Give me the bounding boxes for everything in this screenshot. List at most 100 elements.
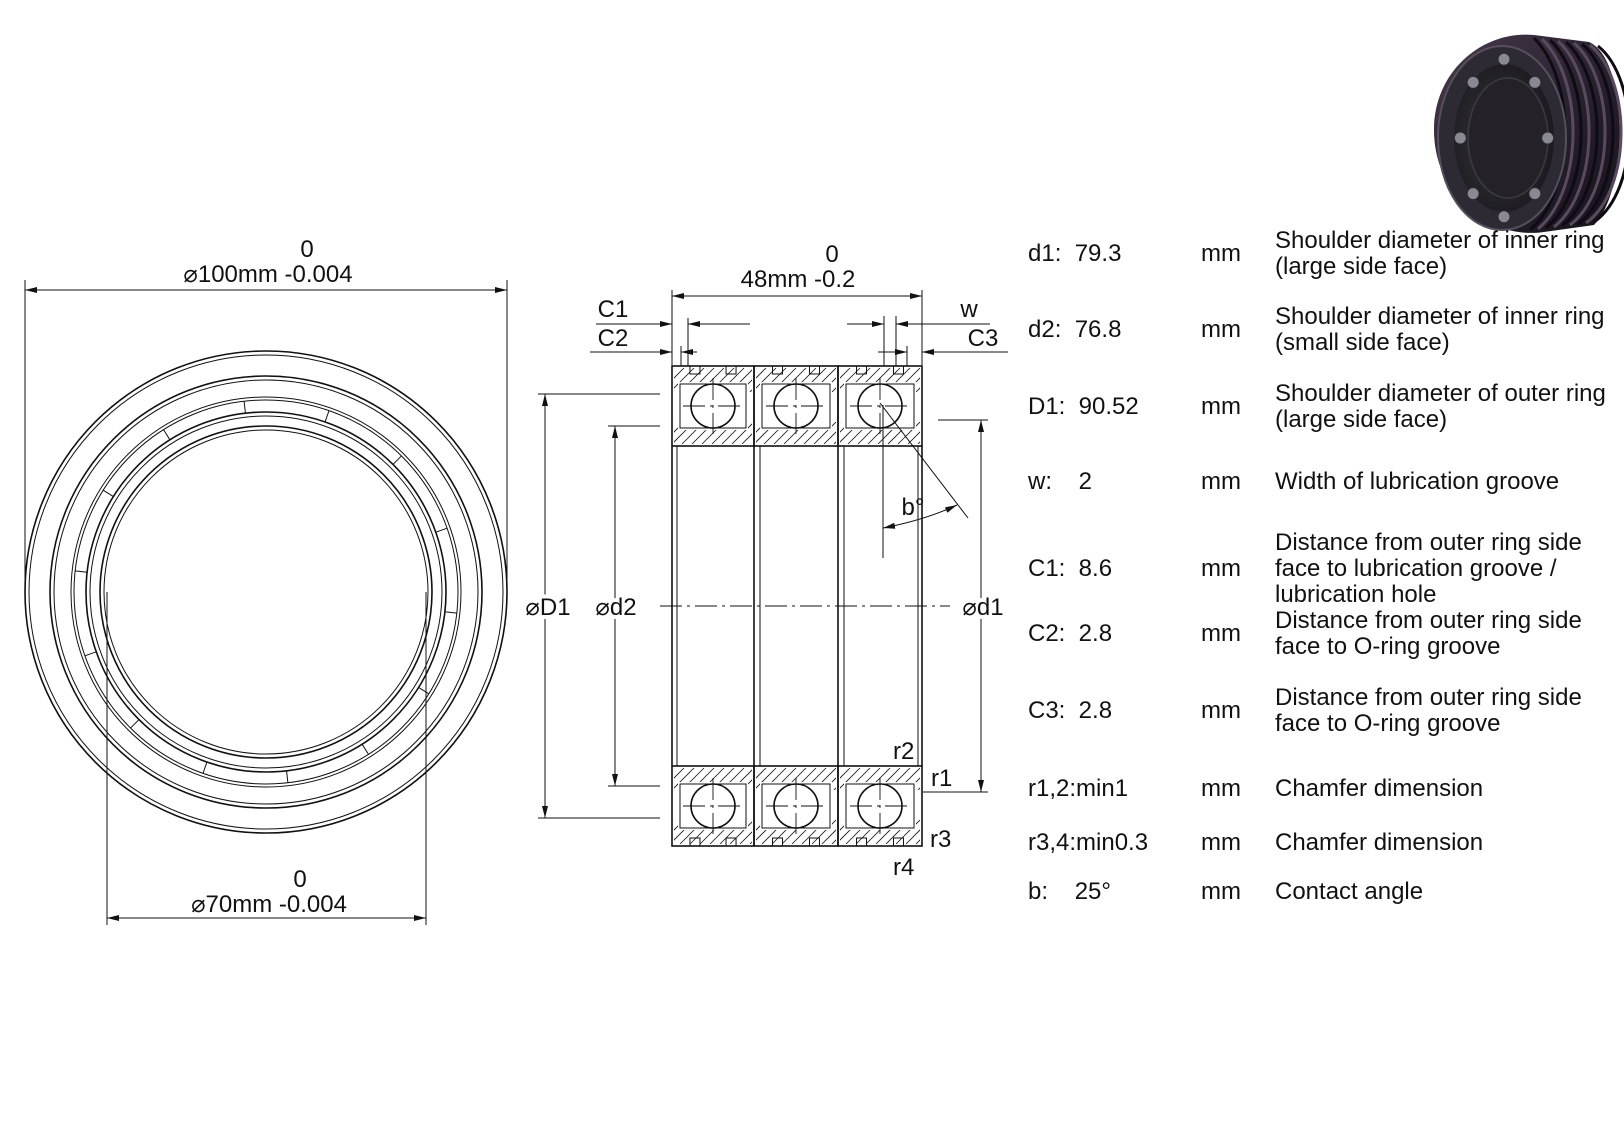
spec-description: Distance from outer ring side face to O-… bbox=[1275, 684, 1582, 737]
hatch-line bbox=[907, 431, 920, 444]
row-outline bbox=[837, 765, 923, 847]
bore-edge bbox=[99, 425, 433, 759]
hatch-line bbox=[756, 368, 767, 379]
hatch-line bbox=[674, 768, 685, 779]
outer-ring-groove bbox=[1561, 40, 1599, 228]
hatch-line bbox=[674, 768, 695, 789]
spec-row: d1: 79.3 mm Shoulder diameter of inner rin… bbox=[1028, 224, 1618, 284]
spec-key: C3: 2.8 bbox=[1028, 697, 1113, 724]
hatch-line bbox=[813, 422, 836, 444]
spec-unit: mm bbox=[1201, 240, 1241, 267]
o-ring-groove bbox=[892, 837, 904, 847]
spec-description: Chamfer dimension bbox=[1275, 775, 1484, 802]
hatch-line bbox=[731, 423, 752, 444]
spec-key: r1,2:min1 bbox=[1028, 775, 1129, 802]
cage-segment bbox=[84, 651, 97, 657]
o-ring-groove bbox=[772, 837, 784, 847]
hatch-line bbox=[756, 768, 767, 779]
bearing-rows-bottom bbox=[671, 765, 923, 847]
hatch-line bbox=[915, 387, 920, 392]
spec-unit: mm bbox=[1201, 468, 1241, 495]
outer-ring-groove bbox=[1553, 39, 1591, 229]
row-outline bbox=[837, 365, 923, 447]
hatch-line bbox=[821, 829, 836, 844]
spec-unit: mm bbox=[1201, 620, 1241, 647]
spec-key: D1: 90.52 bbox=[1028, 393, 1139, 420]
spec-unit: mm bbox=[1201, 393, 1241, 420]
o-ring-groove bbox=[772, 365, 784, 375]
section-view: 0 48mm -0.2 C1 C2 w C3 ⌀D1 ⌀ bbox=[521, 241, 1008, 881]
o-ring-groove bbox=[725, 837, 737, 847]
spec-key: w: 2 bbox=[1028, 468, 1093, 495]
bearing-product-image bbox=[1434, 34, 1624, 233]
r3-label: r3 bbox=[930, 826, 951, 853]
spec-row: D1: 90.52 mm Shoulder diameter of outer ri… bbox=[1028, 377, 1618, 437]
o-ring-groove bbox=[856, 837, 868, 847]
cage-segment bbox=[444, 611, 457, 614]
cage-segment bbox=[202, 761, 208, 774]
spec-description: Chamfer dimension bbox=[1275, 829, 1484, 856]
front-view: 0 ⌀100mm -0.004 0 ⌀70mm -0.004 bbox=[24, 236, 508, 925]
hatch-line bbox=[840, 768, 851, 779]
o-ring-groove bbox=[892, 365, 904, 375]
spec-description: Distance from outer ring side face to O-… bbox=[1275, 607, 1582, 660]
cage-segment bbox=[435, 527, 448, 533]
ball bbox=[1528, 75, 1542, 89]
hatch-line bbox=[840, 368, 851, 379]
hatch-line bbox=[897, 422, 920, 444]
outer-ring-groove bbox=[1577, 42, 1615, 226]
outer-ring-edge bbox=[24, 350, 508, 834]
spec-description: Shoulder diameter of inner ring (large s… bbox=[1275, 227, 1605, 280]
outer-ring-groove bbox=[1569, 41, 1607, 227]
hatch-line bbox=[905, 829, 920, 844]
spec-description: Shoulder diameter of outer ring (large s… bbox=[1275, 380, 1606, 433]
spec-row: C2: 2.8 mm Distance from outer ring side f… bbox=[1028, 604, 1618, 664]
ball bbox=[1497, 52, 1511, 66]
cage-segment bbox=[286, 770, 289, 783]
o-ring-groove bbox=[808, 837, 820, 847]
spec-unit: mm bbox=[1201, 878, 1241, 905]
c1-label: C1 bbox=[598, 296, 629, 323]
hatch-line bbox=[756, 768, 777, 789]
spec-unit: mm bbox=[1201, 555, 1241, 582]
spec-key: d1: 79.3 bbox=[1028, 240, 1122, 267]
cage-segment bbox=[163, 429, 171, 441]
spec-description: Shoulder diameter of inner ring (small s… bbox=[1275, 303, 1605, 356]
cage-segment bbox=[418, 687, 430, 695]
width-label: 48mm -0.2 bbox=[741, 266, 856, 293]
outer-ring-groove bbox=[1585, 43, 1623, 225]
D1-label: ⌀D1 bbox=[525, 594, 570, 621]
d1-label: ⌀d1 bbox=[962, 594, 1003, 621]
ball bbox=[1466, 187, 1480, 201]
o-ring-groove bbox=[725, 365, 737, 375]
o-ring-groove bbox=[689, 365, 701, 375]
hatch-line bbox=[756, 368, 777, 389]
hatch-line bbox=[928, 422, 950, 444]
contact-angle-line bbox=[879, 402, 969, 519]
spec-unit: mm bbox=[1201, 697, 1241, 724]
contact-angle-arc bbox=[882, 504, 958, 529]
spec-description: Distance from outer ring side face to lu… bbox=[1275, 529, 1582, 608]
cage-segments bbox=[75, 401, 457, 783]
bore-diameter-tolerance-upper: 0 bbox=[293, 866, 306, 893]
spec-key: C2: 2.8 bbox=[1028, 620, 1113, 647]
spec-row: C3: 2.8 mm Distance from outer ring side f… bbox=[1028, 681, 1618, 741]
spec-description: Width of lubrication groove bbox=[1275, 468, 1560, 495]
hatch-line bbox=[729, 821, 752, 844]
spec-key: C1: 8.6 bbox=[1028, 555, 1113, 582]
cage-segment bbox=[130, 719, 140, 729]
cage-segment bbox=[324, 410, 330, 423]
width-tolerance-upper: 0 bbox=[825, 241, 838, 268]
bore-diameter-label: ⌀70mm -0.004 bbox=[191, 891, 347, 918]
r4-label: r4 bbox=[893, 854, 914, 881]
r1-label: r1 bbox=[931, 765, 952, 792]
cage-segment bbox=[392, 455, 402, 465]
spec-unit: mm bbox=[1201, 316, 1241, 343]
r2-label: r2 bbox=[893, 738, 914, 765]
spec-key: b: 25° bbox=[1028, 878, 1111, 905]
d2-label: ⌀d2 bbox=[595, 594, 636, 621]
cage-segment bbox=[75, 570, 88, 573]
hatch-line bbox=[840, 368, 861, 389]
